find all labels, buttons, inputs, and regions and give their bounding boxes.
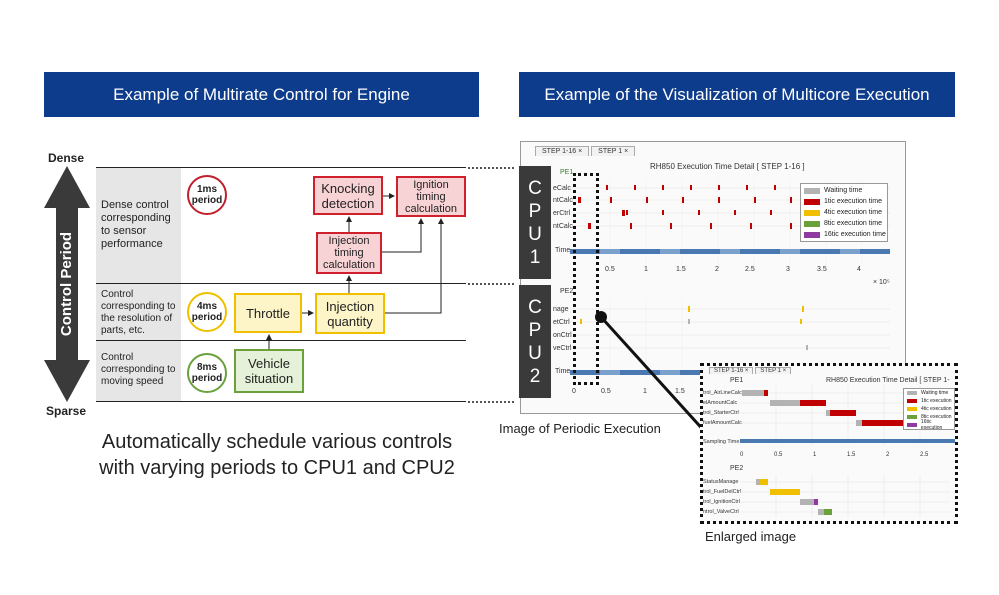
enlarged-pe1-task: fuelAmountCalc (703, 420, 742, 426)
band-4ms-text: Control corresponding to the resolution … (101, 289, 176, 336)
enlarged-legend-item: 1tic execution (904, 397, 954, 405)
xtick: 2 (715, 266, 719, 273)
xtick: 0.5 (605, 266, 615, 273)
caption-periodic: Image of Periodic Execution (499, 421, 661, 436)
enlarged-title: RH850 Execution Time Detail [ STEP 1- (826, 377, 950, 384)
enlarged-pe1-task: trol_StarterCtrl (703, 410, 739, 416)
pe2-label: PE2 (560, 288, 574, 295)
legend-item-16tic: 16tic execution time (801, 229, 887, 240)
band-4ms: Control corresponding to the resolution … (96, 284, 181, 340)
sparse-label: Sparse (46, 404, 87, 418)
chart-legend: Waiting time 1tic execution time 4tic ex… (800, 183, 888, 242)
xtick: 4 (857, 266, 861, 273)
throttle-box: Throttle (234, 293, 302, 333)
enlarged-pe2-task: StatusManage (703, 479, 739, 485)
headline: Automatically schedule various controls … (99, 431, 455, 479)
pe2-task: Time (555, 368, 571, 375)
legend-item-waiting: Waiting time (801, 185, 887, 196)
band-1ms-text: Dense control corresponding to sensor pe… (101, 199, 171, 250)
left-banner: Example of Multirate Control for Engine (44, 72, 479, 117)
pe1-task: ntCalc (553, 197, 573, 204)
xtick: 1.5 (676, 266, 686, 273)
enlarged-legend-item: 16tic execution (904, 419, 954, 431)
enlarged-pe2-task: ntrol_ValveCtrl (703, 509, 739, 515)
enlarged-legend-item: Waiting time (904, 389, 954, 397)
chart-tabs: STEP 1-16 ×STEP 1 × (535, 146, 637, 156)
enlarged-tab-step-1[interactable]: STEP 1 × (755, 367, 792, 374)
caption-enlarged: Enlarged image (705, 529, 797, 544)
enlarged-pe1: PE1 (730, 377, 744, 384)
period-1ms: 1ms period (187, 175, 227, 215)
pe1-task: ntCalc (553, 223, 573, 230)
pe1-task: erCtrl (553, 210, 571, 217)
pe2-task: onCtrl (553, 332, 572, 339)
divider-top (96, 167, 466, 168)
xtick: 2.5 (745, 266, 755, 273)
band-8ms: Control corresponding to moving speed (96, 341, 181, 401)
ignition-timing-box: Ignition timing calculation (396, 176, 466, 217)
chart-title: RH850 Execution Time Detail [ STEP 1-16 … (650, 162, 805, 171)
control-period-arrow (44, 166, 90, 402)
vehicle-situation-box: Vehicle situation (234, 349, 304, 393)
legend-item-1tic: 1tic execution time (801, 196, 887, 207)
enlarged-tab-step-1-16[interactable]: STEP 1-16 × (709, 367, 754, 374)
enlarged-pe1-task: trol_AirLineCalc (703, 390, 742, 396)
period-4ms: 4ms period (187, 292, 227, 332)
knocking-detection-box: Knocking detection (313, 176, 383, 215)
period-8ms: 8ms period (187, 353, 227, 393)
legend-item-8tic: 8tic execution time (801, 218, 887, 229)
enlarged-pe1-task: Sampling Time (703, 439, 740, 445)
enlarged-pe2: PE2 (730, 465, 744, 472)
divider-bottom (96, 401, 466, 402)
enlarged-legend: Waiting time 1tic execution 4tic executi… (903, 388, 955, 431)
injection-timing-box: Injection timing calculation (316, 232, 382, 274)
x-exponent: × 10⁵ (873, 279, 890, 286)
enlarged-chart-plot (740, 385, 955, 517)
enlarged-xtick: 1 (813, 452, 817, 458)
xtick: 1 (644, 266, 648, 273)
xtick: 3 (786, 266, 790, 273)
pe1-task: Time (555, 247, 571, 254)
legend-item-4tic: 4tic execution time (801, 207, 887, 218)
tab-step-1-16[interactable]: STEP 1-16 × (535, 146, 590, 156)
xtick2: 1.5 (675, 388, 685, 395)
pe2-task: veCtrl (553, 345, 572, 352)
enlarged-legend-item: 8tic execution (904, 413, 954, 421)
dense-label: Dense (48, 151, 85, 165)
dotted-connector-2 (468, 283, 514, 285)
xtick2: 0 (572, 388, 576, 395)
enlarged-legend-item: 4tic execution (904, 405, 954, 413)
enlarged-xtick: 1.5 (847, 452, 856, 458)
pe1-task: eCalc (553, 185, 571, 192)
enlarged-xtick: 2 (886, 452, 890, 458)
xtick: 3.5 (817, 266, 827, 273)
enlarged-pe2-task: trol_FuelDelCtrl (703, 489, 742, 495)
divider-2 (96, 340, 466, 341)
enlarged-tabs: STEP 1-16 ×STEP 1 × (709, 367, 793, 374)
right-banner: Example of the Visualization of Multicor… (519, 72, 955, 117)
xtick2: 0.5 (601, 388, 611, 395)
dotted-connector-1 (468, 167, 514, 169)
highlight-box (573, 173, 599, 385)
pe1-label: PE1 (560, 169, 574, 176)
band-1ms: Dense control corresponding to sensor pe… (96, 168, 181, 283)
injection-quantity-box: Injection quantity (315, 293, 385, 334)
xtick2: 1 (643, 388, 647, 395)
enlarged-xtick: 2.5 (920, 452, 929, 458)
dotted-connector-3 (468, 401, 514, 403)
enlarged-xtick: 0 (740, 452, 744, 458)
main-chart-plot (570, 180, 890, 380)
enlarged-pe2-task: trol_IgnitionCtrl (703, 499, 740, 505)
divider-1 (96, 283, 466, 284)
pe2-task: etCtrl (553, 319, 570, 326)
enlarged-pe1-task: elAmountCalc (703, 400, 738, 406)
tab-step-1[interactable]: STEP 1 × (591, 146, 636, 156)
pe2-task: nage (553, 306, 569, 313)
enlarged-xtick: 0.5 (774, 452, 783, 458)
band-8ms-text: Control corresponding to moving speed (101, 352, 176, 387)
